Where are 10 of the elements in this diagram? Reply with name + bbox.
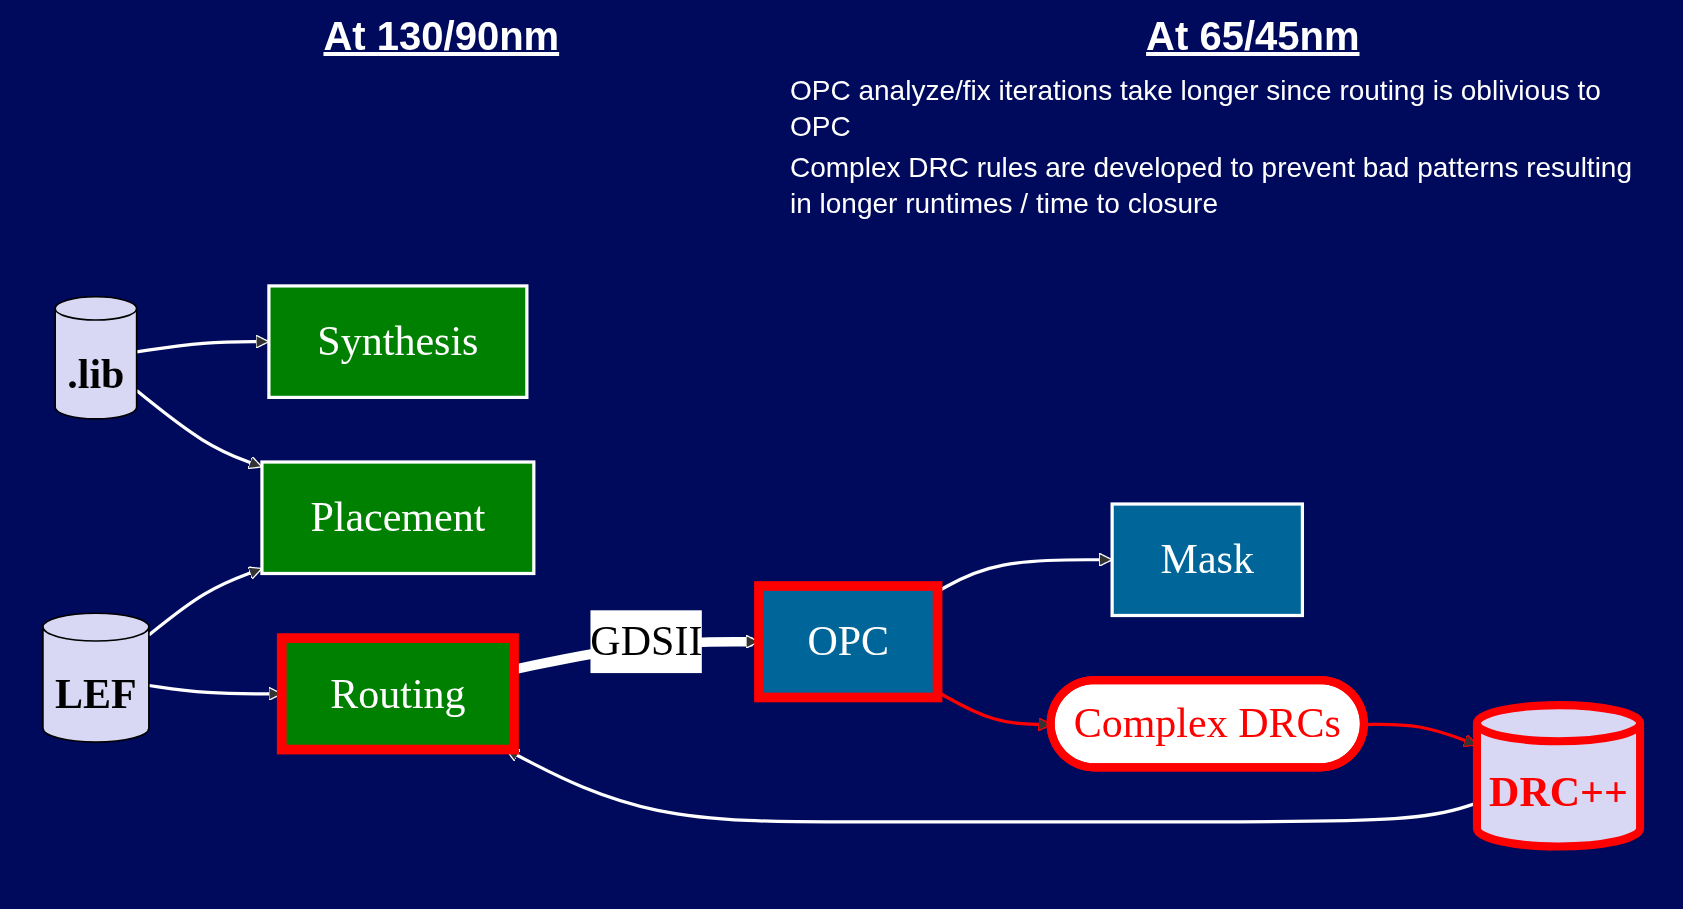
- edge-label: GDSII: [590, 609, 703, 673]
- node-box: Routing: [276, 632, 519, 754]
- node-box: Mask: [1110, 501, 1304, 617]
- bullet-text: OPC analyze/fix iterations take longer since routing is oblivious to OPC: [790, 74, 1602, 145]
- bullet-text: Complex DRC rules are developed to prevent bad patterns resulting in longer runtimes / time to closure: [790, 150, 1633, 222]
- column-heading: At 130/90nm: [323, 14, 560, 59]
- node-box: OPC: [754, 580, 943, 702]
- node-box: Synthesis: [267, 283, 529, 399]
- column-heading: At 65/45nm: [1146, 14, 1360, 59]
- node-box: Placement: [260, 459, 536, 575]
